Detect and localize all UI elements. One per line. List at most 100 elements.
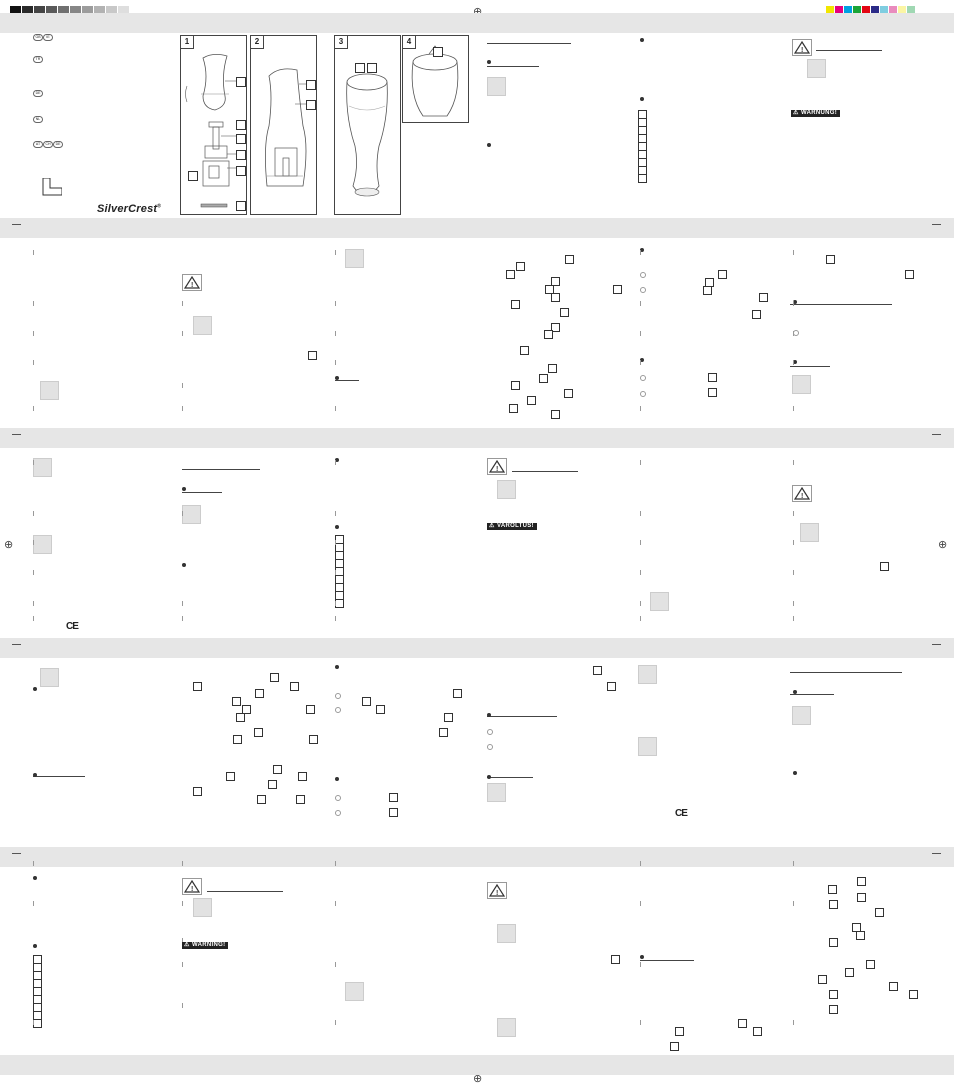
list-tick — [33, 360, 34, 365]
reference-box — [268, 780, 277, 789]
sub-bullet-ring — [640, 287, 646, 293]
list-tick — [33, 861, 34, 866]
lang-badge: IE — [43, 34, 53, 41]
reference-box — [829, 900, 838, 909]
reference-box — [308, 351, 317, 360]
list-tick — [182, 383, 183, 388]
reference-box — [548, 364, 557, 373]
registration-swatch — [82, 6, 93, 15]
list-tick — [640, 360, 641, 365]
fold-band-4 — [0, 638, 954, 658]
list-tick — [793, 861, 794, 866]
list-tick — [335, 511, 336, 516]
reference-box — [708, 388, 717, 397]
sub-bullet-ring — [335, 707, 341, 713]
bullet-dot — [487, 713, 491, 717]
bullet-dot — [640, 38, 644, 42]
list-tick — [793, 360, 794, 365]
list-tick — [640, 1020, 641, 1025]
heading-rule — [790, 304, 892, 305]
reference-box — [551, 277, 560, 286]
list-tick — [640, 250, 641, 255]
list-tick — [640, 540, 641, 545]
list-tick — [335, 360, 336, 365]
list-tick — [33, 616, 34, 621]
waste-bin-icon — [33, 458, 52, 477]
reference-box — [193, 682, 202, 691]
lang-badge: GB — [33, 34, 43, 41]
list-tick — [182, 511, 183, 516]
bullet-dot — [182, 563, 186, 567]
bullet-dot — [793, 360, 797, 364]
bullet-dot — [335, 525, 339, 529]
heading-rule — [182, 469, 260, 470]
reference-box — [738, 1019, 747, 1028]
lang-badge: CH — [43, 141, 53, 148]
sub-bullet-ring — [640, 272, 646, 278]
sub-bullet-ring — [335, 795, 341, 801]
registration-swatch — [34, 6, 45, 15]
warning-triangle-icon: ! — [182, 274, 202, 291]
registration-swatch — [94, 6, 105, 15]
reference-box — [273, 765, 282, 774]
list-tick — [33, 460, 34, 465]
crosshair-left-icon: ⊕ — [4, 539, 14, 551]
list-tick — [335, 250, 336, 255]
list-tick — [182, 962, 183, 967]
list-tick — [33, 601, 34, 606]
list-tick — [182, 301, 183, 306]
sharp-blade-icon — [345, 249, 364, 268]
heading-rule — [790, 672, 902, 673]
lang-badge: DE — [53, 141, 63, 148]
list-tick — [33, 570, 34, 575]
svg-text:!: ! — [801, 47, 803, 54]
callout-box — [306, 100, 316, 110]
list-tick — [640, 406, 641, 411]
figure-number: 1 — [180, 35, 194, 49]
reference-box — [511, 381, 520, 390]
sharp-blade-icon — [193, 316, 212, 335]
reference-box — [829, 990, 838, 999]
list-tick — [793, 301, 794, 306]
registration-swatch — [106, 6, 117, 15]
warning-triangle-icon: ! — [487, 882, 507, 899]
reference-box — [236, 713, 245, 722]
reference-box — [362, 697, 371, 706]
dishwasher-icon — [650, 592, 669, 611]
reference-box — [335, 599, 344, 608]
warning-triangle-icon: ! — [792, 485, 812, 502]
heading-rule — [816, 50, 882, 51]
reference-box — [611, 955, 620, 964]
list-tick — [793, 901, 794, 906]
callout-box — [236, 150, 246, 160]
callout-box — [236, 120, 246, 130]
bullet-dot — [640, 97, 644, 101]
list-tick — [640, 570, 641, 575]
reference-box — [607, 682, 616, 691]
bullet-dot — [33, 944, 37, 948]
reference-box — [545, 285, 554, 294]
reference-box — [875, 908, 884, 917]
registration-swatch — [70, 6, 81, 15]
list-tick — [793, 570, 794, 575]
list-tick — [335, 1020, 336, 1025]
reference-box — [444, 713, 453, 722]
reference-box — [905, 270, 914, 279]
figure-number: 2 — [250, 35, 264, 49]
list-tick — [182, 1003, 183, 1008]
child-hazard-icon — [497, 480, 516, 499]
list-tick — [33, 406, 34, 411]
reference-box — [516, 262, 525, 271]
bullet-dot — [335, 458, 339, 462]
list-tick — [640, 331, 641, 336]
list-tick — [335, 861, 336, 866]
reference-box — [290, 682, 299, 691]
list-tick — [33, 250, 34, 255]
waste-bin-icon — [638, 665, 657, 684]
registration-swatch — [22, 6, 33, 15]
reference-box — [560, 308, 569, 317]
reference-box — [520, 346, 529, 355]
fold-band-5 — [0, 847, 954, 867]
list-tick — [793, 1020, 794, 1025]
process-color-swatch — [862, 6, 870, 15]
